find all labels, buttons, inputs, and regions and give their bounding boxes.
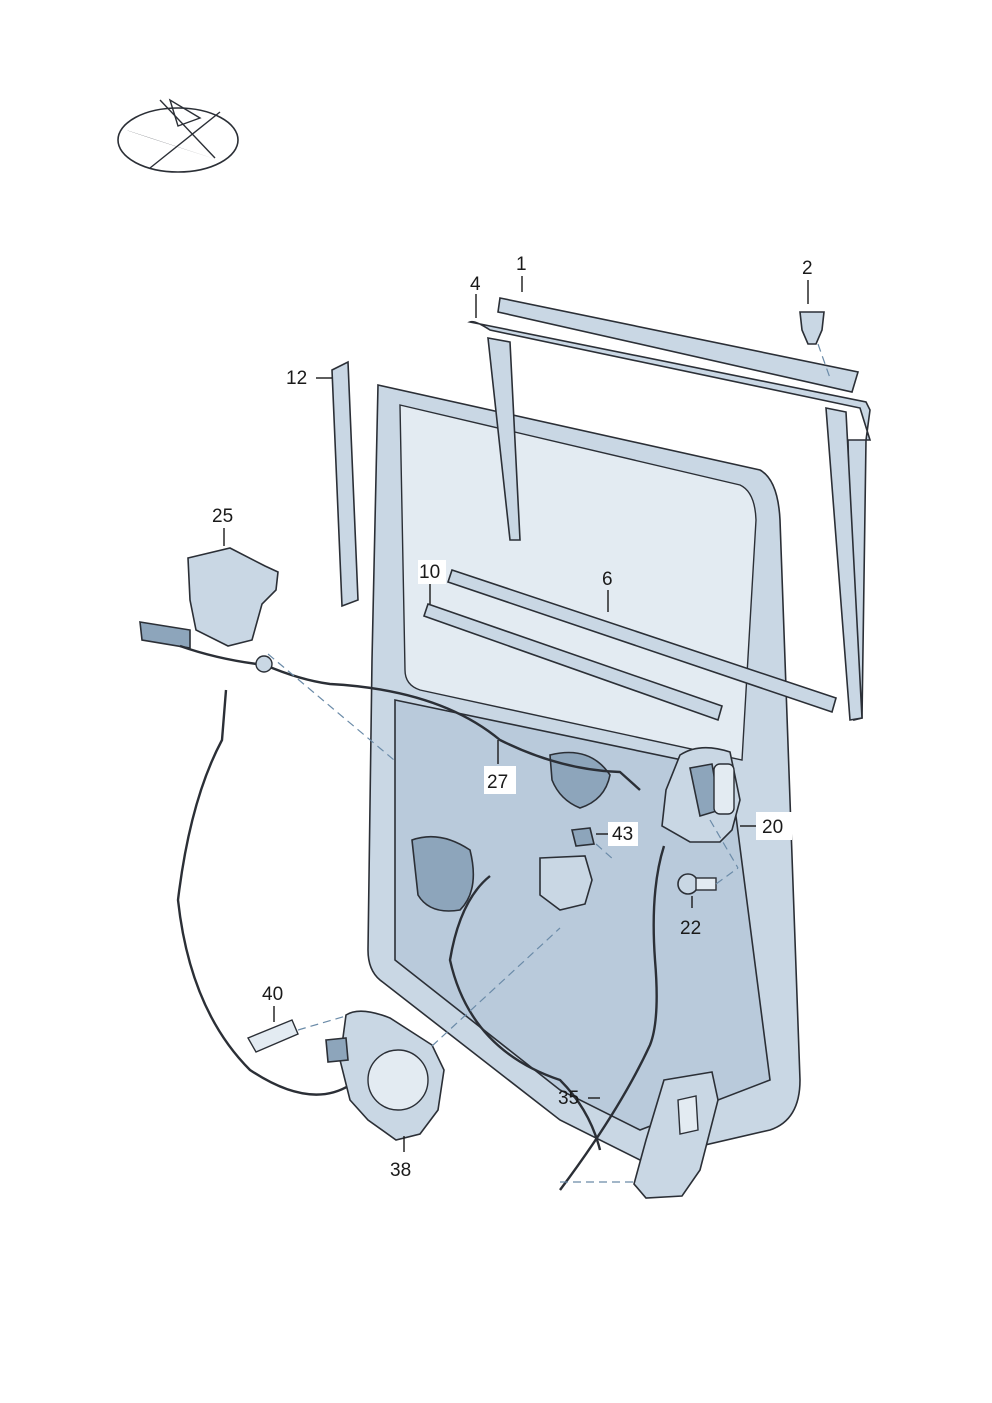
window-seal-4 [467, 320, 872, 722]
latch-mechanism [448, 845, 666, 1191]
callout-20: 20 [762, 817, 783, 838]
handle-mechanism-20 [661, 746, 741, 843]
cable-27 [179, 644, 641, 791]
orientation-compass-icon [117, 98, 239, 173]
clip-43 [571, 827, 595, 847]
callout-6: 6 [602, 569, 613, 590]
callout-40: 40 [262, 984, 283, 1005]
callout-leaders [223, 276, 809, 1152]
window-strip-6 [446, 568, 837, 714]
callout-22: 22 [680, 918, 701, 939]
callout-25: 25 [212, 506, 233, 527]
long-cable [176, 689, 351, 1096]
bolt-22 [677, 873, 717, 895]
lock-actuator-25 [139, 547, 279, 649]
callout-10: 10 [419, 562, 440, 583]
trim-strip-1 [497, 297, 860, 393]
door-shell [367, 384, 801, 1161]
callout-2: 2 [802, 258, 813, 279]
callout-12: 12 [286, 368, 307, 389]
callout-35: 35 [558, 1088, 579, 1109]
callout-labels: 1 2 4 6 10 12 20 22 25 27 35 38 40 43 [212, 254, 813, 1181]
lower-bracket [633, 1071, 719, 1199]
callout-43: 43 [612, 824, 633, 845]
window-strip-10 [422, 602, 723, 722]
callout-27: 27 [487, 772, 508, 793]
clip-2 [799, 311, 825, 345]
callout-1: 1 [516, 254, 527, 275]
connector-40 [246, 1019, 299, 1053]
callout-38: 38 [390, 1160, 411, 1181]
callout-4: 4 [470, 274, 481, 295]
dashed-leaders [267, 343, 831, 1183]
seal-strip-12 [331, 360, 359, 608]
lock-motor-38 [325, 1010, 445, 1141]
